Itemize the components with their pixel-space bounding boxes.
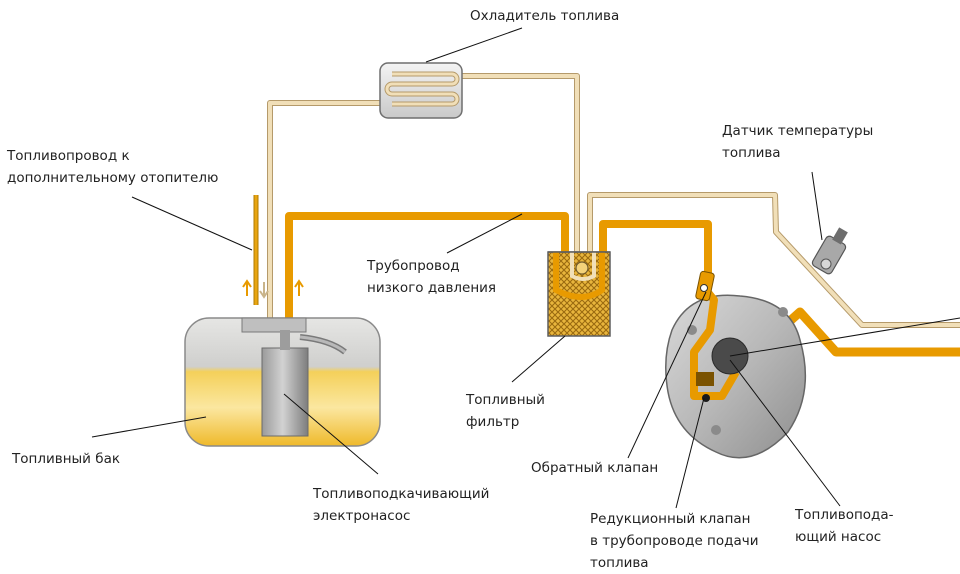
label-temperature-sensor: Датчик температуры топлива (722, 123, 874, 161)
label-fuel-tank: Топливный бак (12, 451, 120, 467)
fuel-filter (547, 251, 611, 337)
label-heater-line: Топливопровод к дополнительному отопител… (7, 148, 219, 186)
leader-lines (91, 27, 960, 509)
supply-pump (665, 270, 807, 459)
return-lines (253, 73, 960, 328)
fuel-tank (184, 317, 381, 447)
label-check-valve: Обратный клапан (531, 460, 659, 476)
label-low-pressure-line: Трубопровод низкого давления (367, 258, 497, 296)
flow-arrows (242, 279, 304, 299)
label-fuel-filter: Топливный фильтр (466, 392, 545, 430)
label-reducing-valve: Редукционный клапан в трубопроводе подач… (590, 511, 759, 571)
label-supply-pump: Топливопода- ющий насос (795, 507, 894, 545)
label-transfer-pump: Топливоподкачивающий электронасос (313, 486, 490, 524)
fuel-cooler (379, 62, 463, 119)
temperature-sensor (811, 227, 848, 275)
label-fuel-cooler: Охладитель топлива (470, 8, 620, 24)
